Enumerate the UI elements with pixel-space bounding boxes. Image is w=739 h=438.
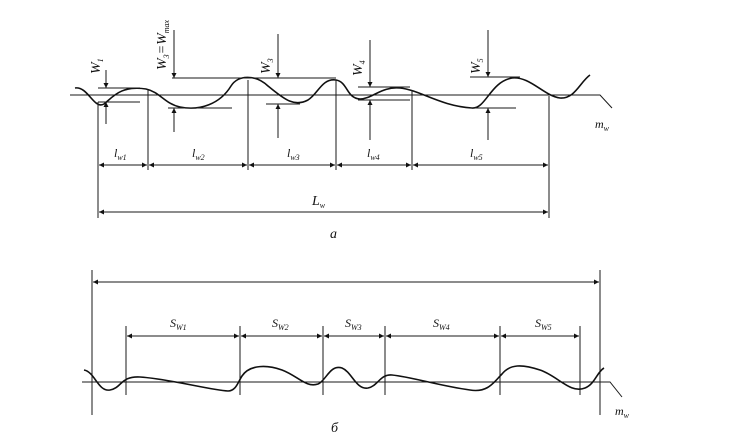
mean-line-top: [70, 94, 613, 109]
lw1-label: lw1: [114, 146, 127, 162]
lw3-label: lw3: [287, 146, 300, 162]
w4-label: W4: [351, 60, 367, 76]
w3-label: W3: [259, 58, 275, 74]
diagram-b: SW1 SW2 SW3 SW4 SW5 mw б: [82, 270, 630, 436]
total-lw-label: Lw: [311, 194, 326, 210]
mw-label-top: mw: [595, 117, 610, 133]
sw1-label: SW1: [170, 316, 187, 332]
lw4-label: lw4: [367, 146, 380, 162]
w2-label: W3=Wmax: [155, 19, 171, 70]
diagram-a: W1 W3=Wmax W3 W4 W5 lw1 lw2 lw3 lw4 lw5 …: [70, 19, 613, 242]
mw-label-bottom: mw: [615, 404, 630, 420]
profile-curve-top: [74, 74, 591, 109]
mean-line-bottom: [82, 381, 623, 398]
w1-label: W1: [89, 58, 105, 74]
caption-a: а: [330, 227, 337, 242]
caption-b: б: [331, 421, 339, 436]
lw2-label: lw2: [192, 146, 205, 162]
sw5-label: SW5: [535, 316, 552, 332]
sw4-label: SW4: [433, 316, 450, 332]
sw3-label: SW3: [345, 316, 362, 332]
sw2-label: SW2: [272, 316, 289, 332]
profile-curve-bottom: [83, 365, 605, 392]
w5-label: W5: [469, 58, 485, 74]
lw5-label: lw5: [470, 146, 483, 162]
